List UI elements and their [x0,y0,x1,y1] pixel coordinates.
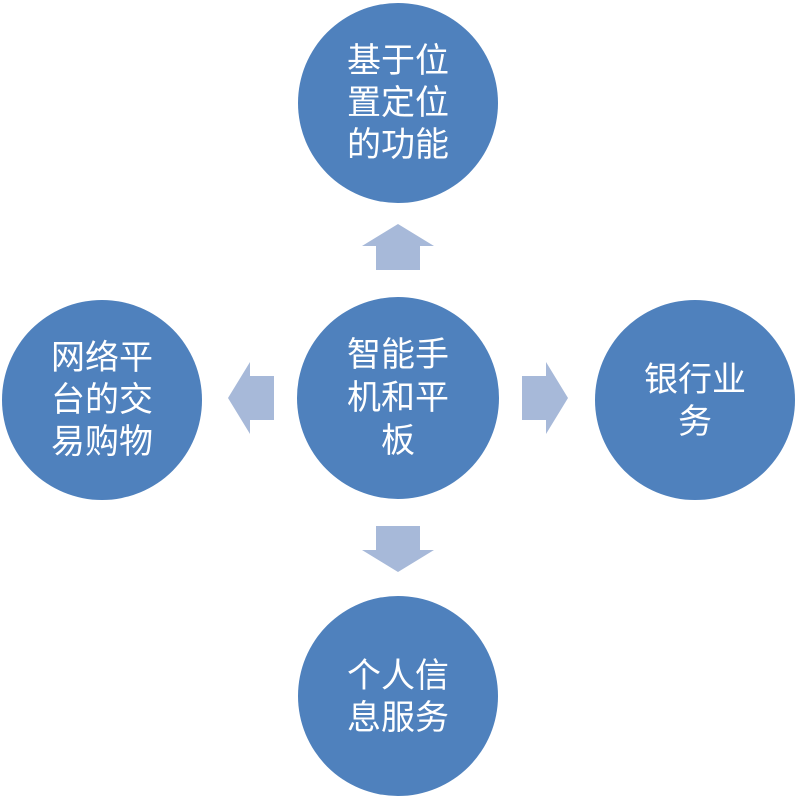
node-right-circle [595,300,795,500]
node-top-circle [298,3,498,203]
node-top-line-3: 的功能 [347,125,449,165]
node-center-line-1: 智能手 [347,335,449,375]
node-left-line-2: 台的交 [51,380,153,420]
arrow-right [522,362,568,434]
node-bottom-circle [298,596,498,796]
node-left-line-3: 易购物 [51,422,153,462]
node-top-line-1: 基于位 [347,41,449,81]
node-center-line-3: 板 [381,421,415,461]
node-top: 基于位 置定位 的功能 [298,3,498,203]
node-center-circle [297,297,499,499]
node-left: 网络平 台的交 易购物 [2,300,202,500]
arrow-down [362,526,434,572]
arrow-left [228,362,274,434]
arrow-up [362,224,434,270]
node-right: 银行业 务 [595,300,795,500]
node-bottom: 个人信 息服务 [298,596,498,796]
node-top-line-2: 置定位 [347,83,449,123]
node-bottom-line-1: 个人信 [347,656,449,696]
node-right-line-1: 银行业 [644,360,746,400]
node-right-line-2: 务 [678,402,712,442]
node-left-line-1: 网络平 [51,338,153,378]
node-left-circle [2,300,202,500]
node-center: 智能手 机和平 板 [297,297,499,499]
node-bottom-line-2: 息服务 [347,698,449,738]
node-center-line-2: 机和平 [347,378,449,418]
